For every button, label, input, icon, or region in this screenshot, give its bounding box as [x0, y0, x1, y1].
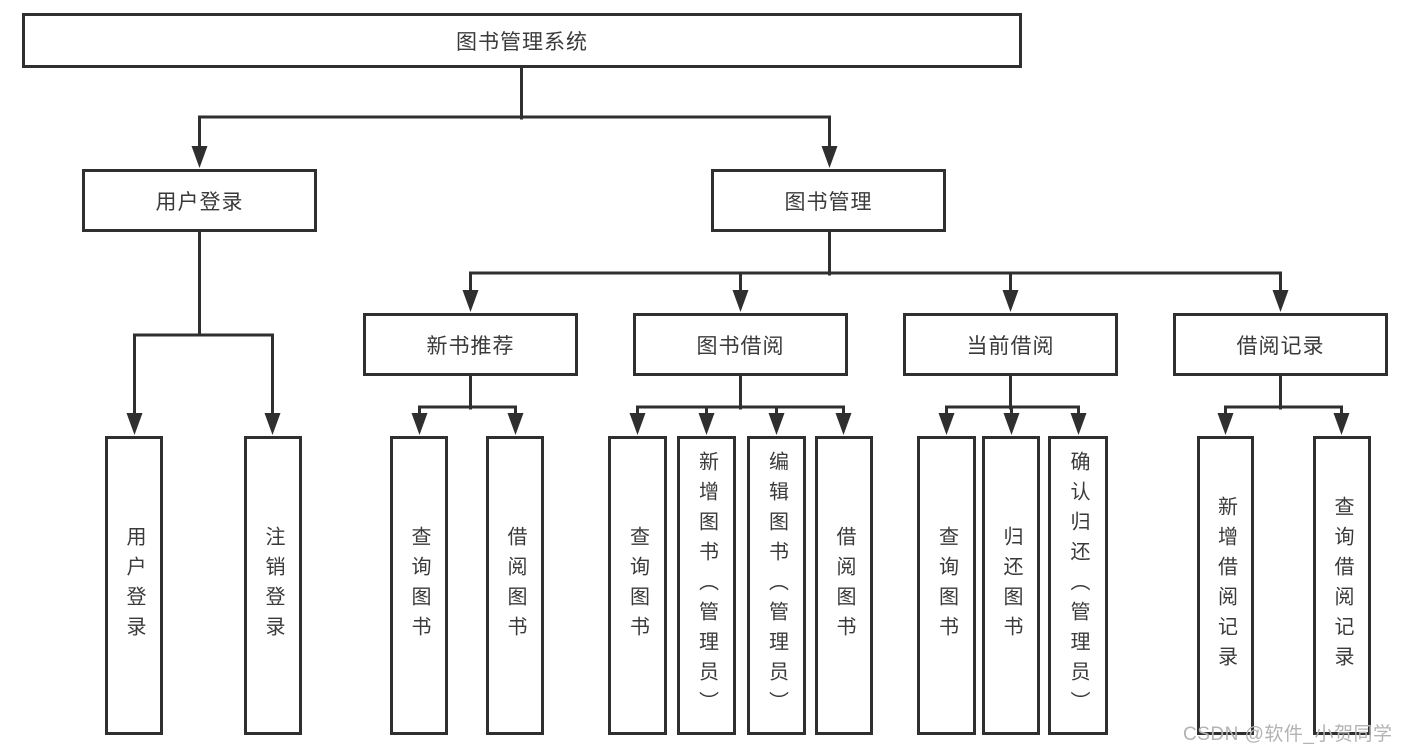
- csdn-watermark: CSDN @软件_小贺同学: [1183, 724, 1393, 745]
- node-book-borrowing: 图书借阅: [633, 313, 848, 376]
- leaf-borrow-books-newbook: 借阅图书: [486, 436, 544, 735]
- connector-arrowheads: [126, 146, 1350, 435]
- leaf-query-books-borrow: 查询图书: [608, 436, 667, 735]
- node-label: 注销登录: [262, 525, 284, 646]
- node-label: 查询图书: [408, 525, 430, 646]
- node-label: 图书借阅: [696, 334, 785, 358]
- node-book-management: 图书管理: [711, 169, 946, 232]
- node-label: 借阅图书: [833, 525, 855, 646]
- leaf-user-login: 用户登录: [105, 436, 163, 735]
- node-new-book-recommendation: 新书推荐: [363, 313, 578, 376]
- leaf-logout: 注销登录: [244, 436, 302, 735]
- leaf-borrow-books: 借阅图书: [815, 436, 873, 735]
- leaf-confirm-return-admin: 确认归还（管理员）: [1048, 436, 1108, 735]
- node-current-borrowing: 当前借阅: [903, 313, 1118, 376]
- node-label: 图书管理: [784, 190, 873, 214]
- node-label: 查询图书: [626, 525, 649, 646]
- leaf-edit-books-admin: 编辑图书（管理员）: [747, 436, 806, 735]
- leaf-query-books-newbook: 查询图书: [390, 436, 448, 735]
- node-label: 新书推荐: [426, 334, 515, 358]
- node-borrowing-records: 借阅记录: [1173, 313, 1388, 376]
- node-label: 图书管理系统: [456, 30, 588, 54]
- node-label: 用户登录: [123, 525, 145, 646]
- node-label: 新增图书（管理员）: [695, 450, 718, 721]
- node-user-login: 用户登录: [82, 169, 317, 232]
- node-label: 确认归还（管理员）: [1067, 450, 1089, 721]
- node-label: 新增借阅记录: [1214, 495, 1237, 676]
- node-label: 编辑图书（管理员）: [765, 450, 788, 721]
- connector-segments: [133, 66, 1343, 420]
- node-label: 当前借阅: [966, 334, 1055, 358]
- leaf-add-books-admin: 新增图书（管理员）: [677, 436, 736, 735]
- node-library-management-system: 图书管理系统: [22, 13, 1022, 68]
- node-label: 归还图书: [1000, 525, 1022, 646]
- leaf-add-borrow-record: 新增借阅记录: [1197, 436, 1254, 735]
- node-label: 用户登录: [155, 190, 244, 214]
- leaf-query-books-current: 查询图书: [917, 436, 976, 735]
- leaf-return-books: 归还图书: [982, 436, 1040, 735]
- node-label: 查询借阅记录: [1331, 495, 1353, 676]
- node-label: 查询图书: [935, 525, 958, 646]
- node-label: 借阅图书: [504, 525, 526, 646]
- leaf-query-borrow-record: 查询借阅记录: [1313, 436, 1371, 735]
- node-label: 借阅记录: [1236, 334, 1325, 358]
